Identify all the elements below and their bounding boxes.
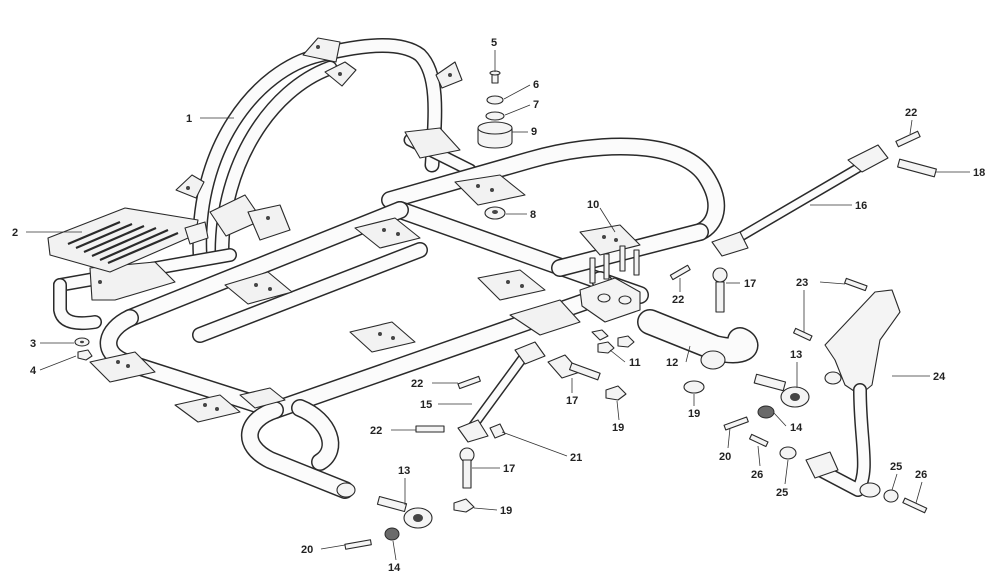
- callout-23: 23: [796, 277, 808, 289]
- callout-5: 5: [491, 37, 497, 49]
- callout-22-right: 22: [672, 294, 684, 306]
- callout-19-right: 19: [688, 408, 700, 420]
- callout-9: 9: [531, 126, 537, 138]
- callout-6: 6: [533, 79, 539, 91]
- callout-14-lower: 14: [388, 562, 401, 574]
- callout-26-right: 26: [915, 469, 927, 481]
- callout-19-lower: 19: [500, 505, 512, 517]
- callout-7: 7: [533, 99, 539, 111]
- callout-24: 24: [933, 371, 946, 383]
- callout-18: 18: [973, 167, 985, 179]
- leader-lines: [26, 50, 970, 561]
- callout-13-right: 13: [790, 349, 802, 361]
- callout-14-right: 14: [790, 422, 803, 434]
- callout-26-mid: 26: [751, 469, 763, 481]
- callout-17-center: 17: [566, 395, 578, 407]
- callout-1: 1: [186, 113, 192, 125]
- callout-13-lower: 13: [398, 465, 410, 477]
- callout-3: 3: [30, 338, 36, 350]
- callout-25-mid: 25: [776, 487, 788, 499]
- callout-12: 12: [666, 357, 678, 369]
- foot-plate: [47, 207, 209, 273]
- callout-15: 15: [420, 399, 432, 411]
- callout-11: 11: [629, 357, 641, 369]
- rear-mount: [579, 245, 759, 370]
- callout-22-lower: 22: [370, 425, 382, 437]
- callout-17-lower: 17: [503, 463, 515, 475]
- callout-25-right: 25: [890, 461, 902, 473]
- callout-10: 10: [587, 199, 599, 211]
- callout-17-right: 17: [744, 278, 756, 290]
- callout-2: 2: [12, 227, 18, 239]
- callout-20-right: 20: [719, 451, 731, 463]
- main-frame: [53, 37, 759, 499]
- callout-8: 8: [530, 209, 536, 221]
- small-parts: [74, 70, 937, 550]
- callout-labels: 1 2 3 4 5 6 7 9 8 10 11 12 13 13 14 14 1…: [12, 37, 985, 574]
- callout-20-lower: 20: [301, 544, 313, 556]
- callout-19-center: 19: [612, 422, 624, 434]
- callout-21: 21: [570, 452, 582, 464]
- upper-rear-frame: [381, 137, 726, 304]
- callout-4: 4: [30, 365, 37, 377]
- callout-22-center: 22: [411, 378, 423, 390]
- callout-16: 16: [855, 200, 867, 212]
- callout-22-upper: 22: [905, 107, 917, 119]
